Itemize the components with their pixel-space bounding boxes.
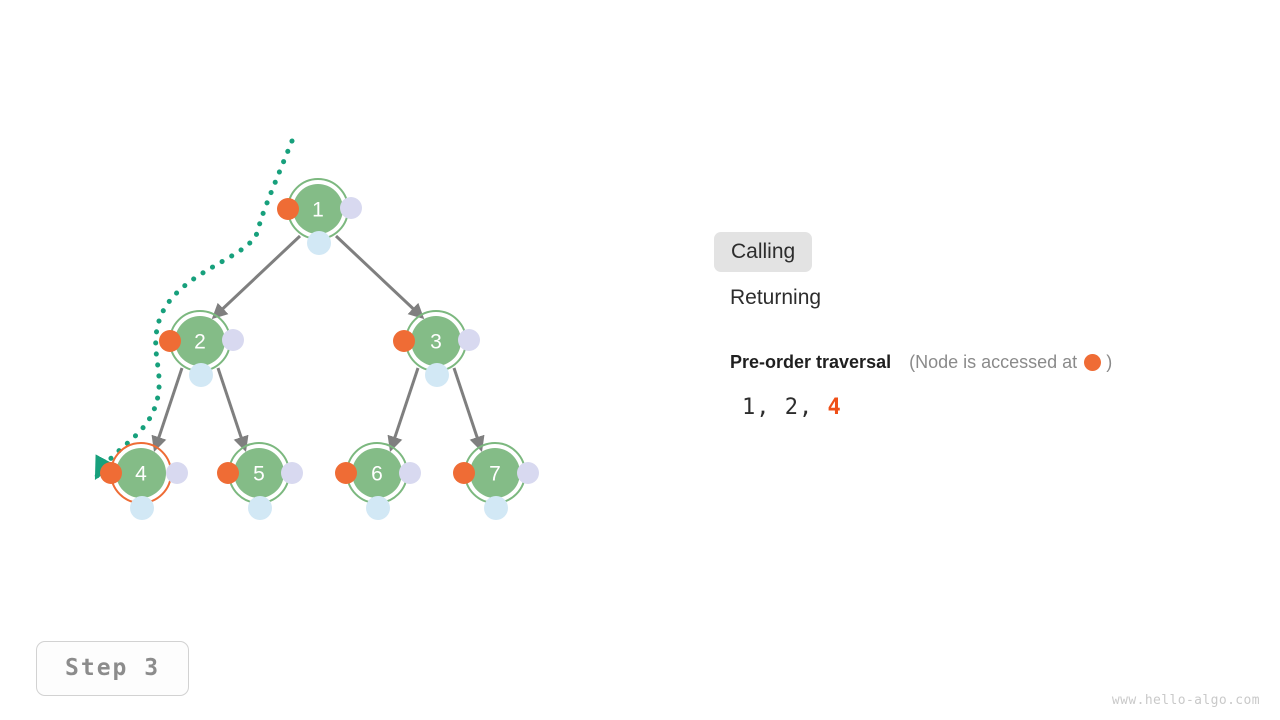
node-2-disc — [175, 316, 225, 366]
node-5-return-dot — [281, 462, 303, 484]
node-7-disc — [470, 448, 520, 498]
node-1-disc — [293, 184, 343, 234]
state-calling-badge[interactable]: Calling — [714, 232, 813, 272]
node-3[interactable]: 3 — [393, 310, 480, 387]
edge-1-2 — [211, 234, 302, 320]
edge-3-7 — [452, 367, 485, 452]
node-6-visit-dot — [366, 496, 390, 520]
node-2-call-dot — [159, 330, 181, 352]
node-2-label: 2 — [194, 331, 206, 354]
tree-nodes: 1 2 3 4 — [100, 178, 539, 520]
node-7-call-dot — [453, 462, 475, 484]
node-3-return-dot — [458, 329, 480, 351]
tree-edges — [151, 234, 485, 452]
node-7[interactable]: 7 — [453, 442, 539, 520]
node-1-return-dot — [340, 197, 362, 219]
node-6-call-dot — [335, 462, 357, 484]
state-returning-label[interactable]: Returning — [730, 286, 822, 309]
node-5-label: 5 — [253, 463, 265, 486]
node-7-label: 7 — [489, 463, 501, 486]
node-5[interactable]: 5 — [217, 442, 303, 520]
recursion-call-path — [93, 138, 295, 481]
sequence-current-node: 4 — [827, 395, 842, 420]
node-2[interactable]: 2 — [159, 310, 244, 387]
node-4-visit-dot — [130, 496, 154, 520]
traversal-sequence: 1, 2, 4 — [742, 397, 1254, 419]
node-4-disc — [116, 448, 166, 498]
traversal-legend-note: (Node is accessed at ) — [909, 353, 1112, 371]
node-2-visit-dot — [189, 363, 213, 387]
node-5-call-dot — [217, 462, 239, 484]
node-6-disc — [352, 448, 402, 498]
node-4-call-dot — [100, 462, 122, 484]
node-3-label: 3 — [430, 331, 442, 354]
node-2-return-dot — [222, 329, 244, 351]
legend-note-suffix: ) — [1106, 352, 1113, 372]
node-1[interactable]: 1 — [277, 178, 362, 255]
node-3-call-dot — [393, 330, 415, 352]
node-6[interactable]: 6 — [335, 442, 421, 520]
node-1-label: 1 — [312, 199, 324, 222]
legend-note-prefix: (Node is accessed at — [909, 352, 1078, 372]
node-7-visit-dot — [484, 496, 508, 520]
node-6-label: 6 — [371, 463, 383, 486]
site-watermark: www.hello-algo.com — [1111, 693, 1260, 708]
node-1-call-dot — [277, 198, 299, 220]
node-3-visit-dot — [425, 363, 449, 387]
edge-2-5 — [216, 367, 249, 452]
node-7-return-dot — [517, 462, 539, 484]
sequence-visited: 1, 2, — [742, 395, 828, 420]
node-6-return-dot — [399, 462, 421, 484]
access-marker-dot — [1084, 353, 1102, 371]
node-5-disc — [234, 448, 284, 498]
node-4-return-dot — [166, 462, 188, 484]
traversal-legend: Pre-order traversal (Node is accessed at… — [730, 353, 1254, 371]
node-1-visit-dot — [307, 231, 331, 255]
node-5-visit-dot — [248, 496, 272, 520]
traversal-legend-title: Pre-order traversal — [730, 352, 892, 372]
traversal-info-panel: Calling Returning Pre-order traversal (N… — [714, 232, 1254, 419]
edge-2-4 — [151, 367, 184, 452]
node-4-label: 4 — [135, 463, 147, 486]
node-4[interactable]: 4 — [100, 442, 188, 520]
edge-1-3 — [334, 234, 425, 320]
node-3-disc — [411, 316, 461, 366]
step-indicator: Step 3 — [36, 641, 190, 696]
edge-3-6 — [387, 367, 420, 452]
